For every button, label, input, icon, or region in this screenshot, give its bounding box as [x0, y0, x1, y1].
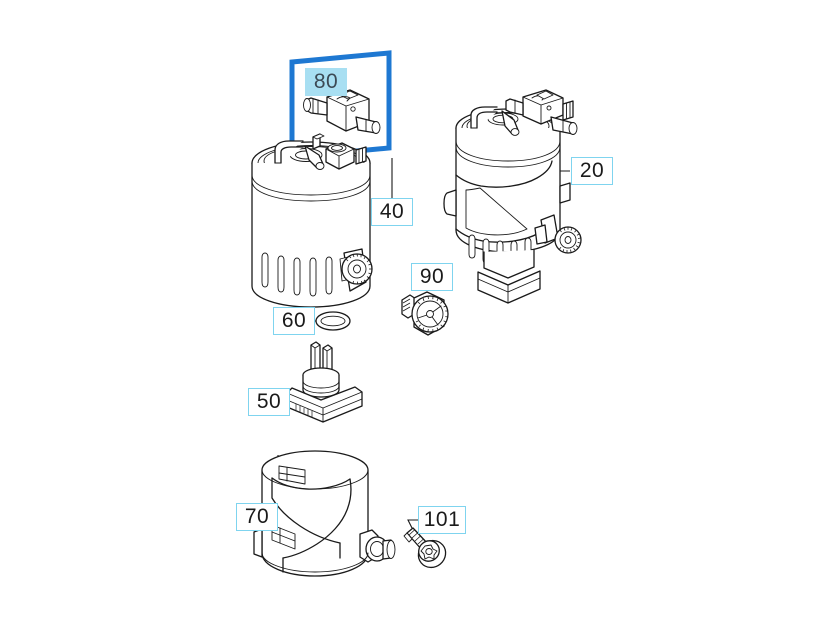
part-50-water-in-fuel-sensor: [276, 341, 363, 423]
part-101-flange-bolt: [403, 527, 447, 569]
part-40-fuel-filter-element: [251, 133, 373, 308]
callout-number-70: 70: [244, 504, 270, 528]
callout-number-40: 40: [379, 199, 405, 223]
callout-number-101: 101: [423, 507, 461, 531]
callout-label-70[interactable]: 70: [236, 503, 278, 531]
callout-label-50[interactable]: 50: [248, 388, 290, 416]
callout-label-90[interactable]: 90: [411, 263, 453, 291]
part-20-fuel-filter-assembly: [443, 89, 582, 304]
callout-number-50: 50: [256, 389, 282, 413]
callout-number-80: 80: [313, 69, 339, 93]
callout-label-40[interactable]: 40: [371, 198, 413, 226]
part-70-mounting-bracket: [253, 450, 396, 577]
highlight-box-80: [289, 50, 392, 160]
callout-label-60[interactable]: 60: [273, 307, 315, 335]
callout-number-20: 20: [579, 158, 605, 182]
part-90-drain-valve: [401, 291, 449, 336]
callout-label-80[interactable]: 80: [305, 68, 347, 96]
part-60-o-ring-seal: [315, 311, 351, 331]
part-80-check-valve: [303, 89, 381, 134]
callout-number-60: 60: [281, 308, 307, 332]
callout-number-90: 90: [419, 264, 445, 288]
callout-label-20[interactable]: 20: [571, 157, 613, 185]
callout-label-101[interactable]: 101: [418, 506, 466, 534]
